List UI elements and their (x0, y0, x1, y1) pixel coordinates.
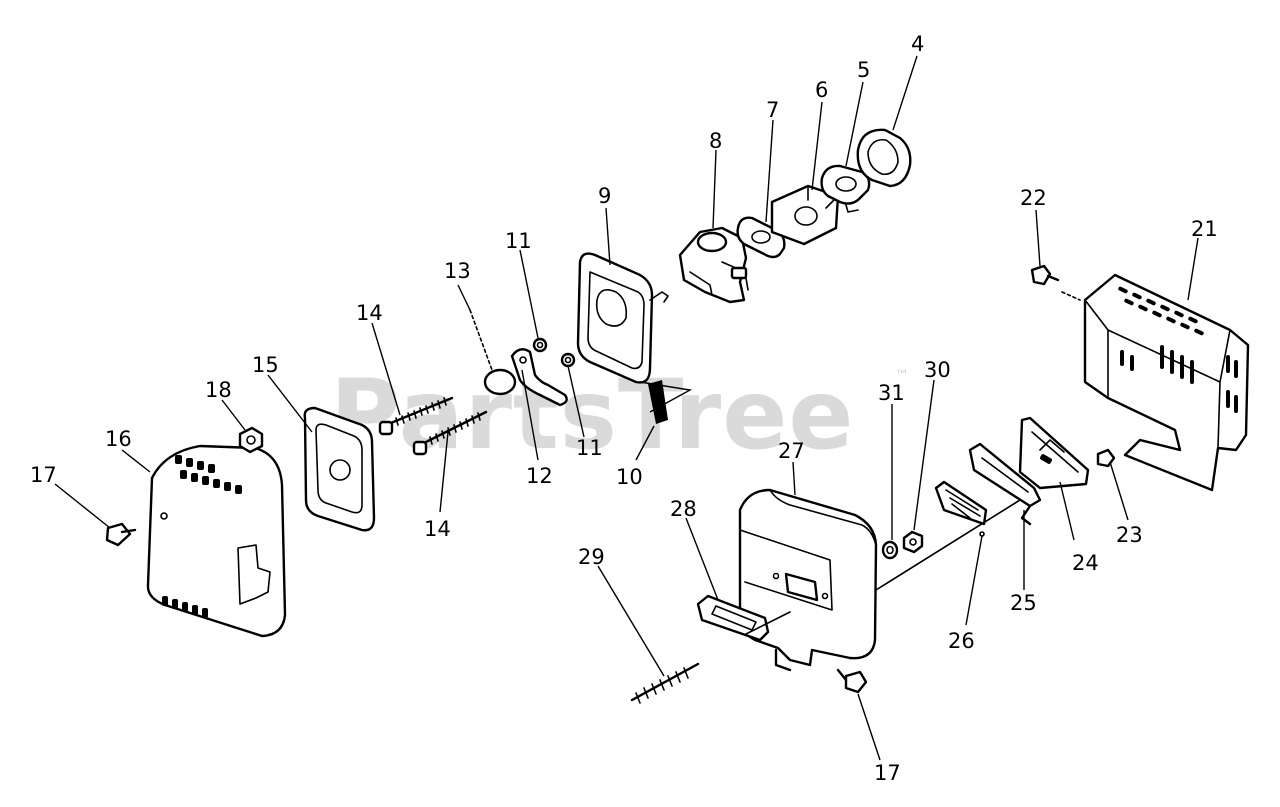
callout-7: 7 (766, 98, 779, 122)
callout-12: 12 (526, 464, 553, 488)
part-5-gasket (820, 164, 871, 213)
part-25-gasket (968, 442, 1042, 526)
part-7-gasket (736, 216, 786, 259)
callout-27: 27 (778, 439, 805, 463)
part-14-bolt-upper (378, 396, 454, 436)
callout-28: 28 (670, 497, 697, 521)
callout-6: 6 (815, 78, 828, 102)
watermark-tm: ™ (895, 368, 909, 384)
callout-10: 10 (616, 465, 643, 489)
part-17-bolt-lower (836, 668, 868, 694)
callout-14-lower: 14 (424, 517, 451, 541)
part-16-front-cover (146, 444, 287, 638)
part-6-insulator (770, 184, 840, 246)
part-23-bolt (1096, 448, 1116, 468)
part-22-bolt (1030, 264, 1081, 301)
callout-31: 31 (878, 381, 905, 405)
callout-15: 15 (252, 353, 279, 377)
callout-18: 18 (205, 378, 232, 402)
callout-8: 8 (709, 129, 722, 153)
callout-11-lower: 11 (576, 436, 603, 460)
part-14-bolt-lower (412, 410, 488, 456)
part-15-gasket (303, 406, 376, 532)
callout-26: 26 (948, 629, 975, 653)
callout-22: 22 (1020, 186, 1047, 210)
part-4-gasket (856, 128, 912, 188)
callout-30: 30 (924, 358, 951, 382)
part-13-choke-plate (469, 309, 517, 396)
callout-16: 16 (105, 427, 132, 451)
part-27-muffler (738, 488, 1021, 672)
callout-23: 23 (1116, 523, 1143, 547)
part-31-washer (881, 540, 899, 560)
callout-14-upper: 14 (356, 301, 383, 325)
callout-13: 13 (444, 259, 471, 283)
part-11-nut-upper (532, 337, 548, 353)
callout-29: 29 (578, 545, 605, 569)
callout-9: 9 (598, 184, 611, 208)
part-9-air-cleaner-base (576, 252, 693, 413)
part-10-element (648, 380, 668, 424)
callout-5: 5 (857, 58, 870, 82)
part-17-screw-left (105, 522, 137, 547)
part-11-nut-lower (560, 352, 576, 368)
callout-numbers: 4 5 6 7 8 9 11 13 14 15 18 16 17 14 12 1… (30, 32, 1218, 785)
part-28-gasket (696, 594, 791, 642)
part-30-nut (902, 530, 924, 554)
callout-21: 21 (1191, 217, 1218, 241)
callout-25: 25 (1010, 591, 1037, 615)
callout-17-left: 17 (30, 463, 57, 487)
part-24-bracket (1018, 416, 1090, 490)
callout-24: 24 (1072, 551, 1099, 575)
part-8-carburetor (678, 226, 749, 304)
part-12-choke-lever (510, 348, 568, 407)
callout-4: 4 (911, 32, 924, 56)
part-26-screen (934, 480, 988, 537)
part-29-stud (630, 662, 700, 704)
callout-17-lower: 17 (874, 761, 901, 785)
part-21-muffler-cover (1083, 273, 1250, 492)
part-18-nut (238, 426, 264, 454)
leader-lines (54, 55, 1199, 761)
callout-11-upper: 11 (505, 229, 532, 253)
